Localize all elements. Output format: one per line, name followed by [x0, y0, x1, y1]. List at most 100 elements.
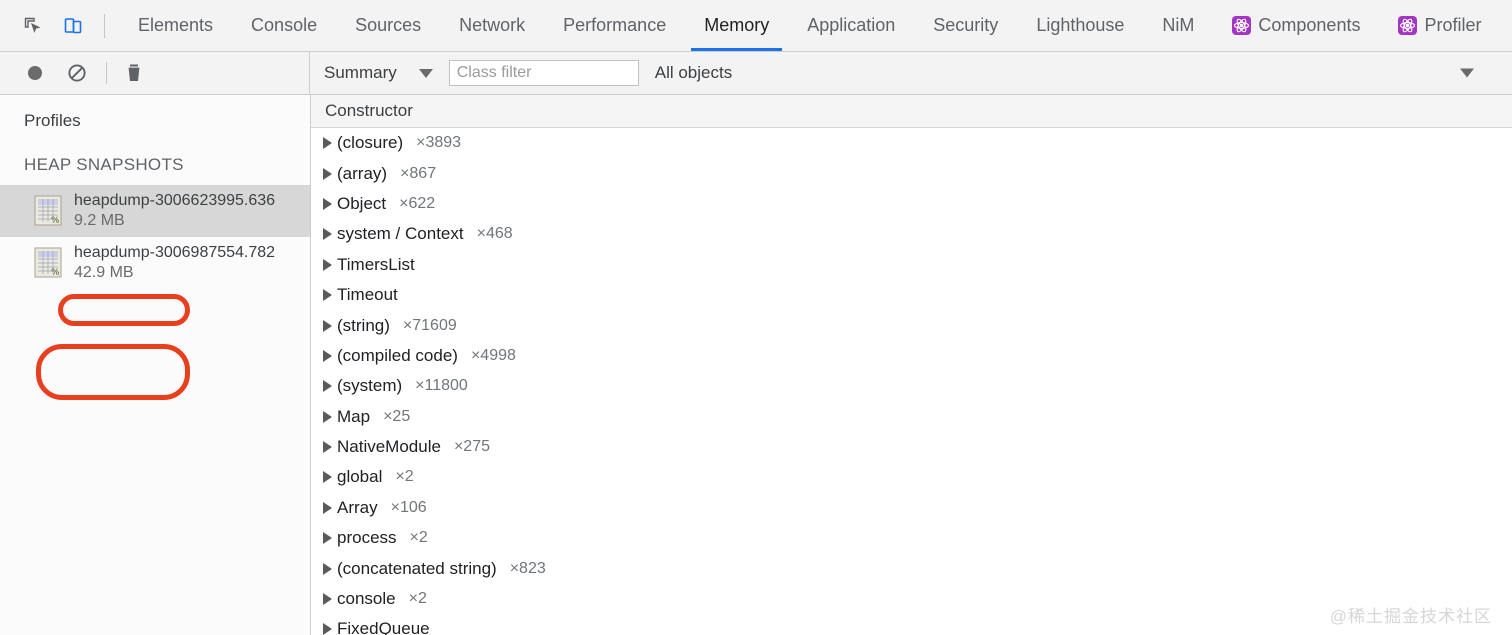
tab-security[interactable]: Security: [914, 0, 1017, 51]
tab-label: Console: [251, 15, 318, 35]
expand-triangle-icon[interactable]: [323, 410, 332, 423]
constructor-count: ×622: [399, 194, 436, 212]
tab-label: Performance: [563, 15, 667, 35]
react-atom-icon: [1398, 16, 1418, 35]
constructor-row[interactable]: system / Context ×468: [311, 219, 1512, 249]
expand-triangle-icon[interactable]: [323, 501, 332, 514]
constructor-row[interactable]: (string)×71609: [311, 310, 1512, 340]
objects-filter-label[interactable]: All objects: [654, 63, 733, 82]
tab-label: Memory: [704, 15, 770, 35]
expand-triangle-icon[interactable]: [323, 623, 332, 635]
snapshot-name: heapdump-3006623995.636: [74, 192, 276, 209]
constructor-name: FixedQueue: [337, 619, 430, 635]
svg-text:%: %: [51, 268, 60, 278]
tab-label: Sources: [355, 15, 422, 35]
devtools-tabbar: Elements Console Sources Network Performance…: [0, 0, 1512, 52]
constructor-name: (string): [337, 315, 390, 335]
profiles-sidebar: Profiles HEAP SNAPSHOTS %heapdump-300662…: [0, 95, 311, 635]
constructor-row[interactable]: console×2: [311, 584, 1512, 614]
memory-toolbar-filters: Summary All objects: [310, 52, 1512, 94]
tab-console[interactable]: Console: [232, 0, 336, 51]
tab-nim[interactable]: NiM: [1143, 0, 1213, 51]
constructor-row[interactable]: (compiled code)×4998: [311, 341, 1512, 371]
tab-profiler[interactable]: Profiler: [1379, 0, 1500, 51]
tab-label: Security: [933, 15, 999, 35]
expand-triangle-icon[interactable]: [323, 471, 332, 484]
tab-label: Application: [807, 15, 896, 35]
constructor-row[interactable]: process×2: [311, 523, 1512, 553]
constructor-count: ×25: [383, 407, 411, 425]
constructor-row[interactable]: (closure)×3893: [311, 128, 1512, 158]
toolbar-divider: [106, 62, 107, 84]
constructor-count: ×4998: [470, 346, 516, 364]
view-select-label[interactable]: Summary: [324, 63, 397, 82]
expand-triangle-icon[interactable]: [323, 289, 332, 302]
expand-triangle-icon[interactable]: [323, 197, 332, 210]
constructor-row[interactable]: NativeModule×275: [311, 432, 1512, 462]
tab-application[interactable]: Application: [788, 0, 914, 51]
tab-components[interactable]: Components: [1213, 0, 1379, 51]
constructor-name: global: [337, 467, 383, 487]
class-filter-input[interactable]: [448, 60, 639, 86]
sidebar-section-heap-snapshots: HEAP SNAPSHOTS: [24, 155, 184, 174]
expand-triangle-icon[interactable]: [323, 319, 332, 332]
constructor-row[interactable]: TimersList: [311, 250, 1512, 280]
constructor-row[interactable]: global×2: [311, 462, 1512, 492]
tab-performance[interactable]: Performance: [544, 0, 685, 51]
constructor-name: NativeModule: [337, 437, 441, 457]
expand-triangle-icon[interactable]: [323, 167, 332, 180]
tab-label: Lighthouse: [1036, 15, 1125, 35]
trash-icon[interactable]: [119, 58, 149, 88]
constructor-name: Timeout: [337, 285, 398, 305]
record-circle-icon[interactable]: [20, 58, 50, 88]
view-select-chevron-down-icon[interactable]: [418, 68, 433, 78]
constructor-row[interactable]: (concatenated string)×823: [311, 553, 1512, 583]
toolbar-overflow-chevron-down-icon[interactable]: [1460, 68, 1474, 78]
expand-triangle-icon[interactable]: [323, 562, 332, 575]
constructor-row[interactable]: (system)×11800: [311, 371, 1512, 401]
constructor-row[interactable]: Object×622: [311, 189, 1512, 219]
constructor-row[interactable]: Timeout: [311, 280, 1512, 310]
no-entry-icon[interactable]: [62, 58, 92, 88]
expand-triangle-icon[interactable]: [323, 532, 332, 545]
tab-lighthouse[interactable]: Lighthouse: [1017, 0, 1143, 51]
react-atom-icon: [1232, 16, 1252, 35]
constructor-count: ×3893: [416, 134, 462, 152]
tab-sources[interactable]: Sources: [336, 0, 440, 51]
expand-triangle-icon[interactable]: [323, 380, 332, 393]
constructor-count: ×468: [476, 225, 513, 243]
expand-triangle-icon[interactable]: [323, 258, 332, 271]
heap-snapshot-icon: %: [34, 194, 64, 228]
expand-triangle-icon[interactable]: [323, 228, 332, 241]
expand-triangle-icon[interactable]: [323, 441, 332, 454]
constructor-row[interactable]: Map×25: [311, 402, 1512, 432]
heap-snapshot-icon: %: [34, 246, 64, 280]
constructor-row[interactable]: (array)×867: [311, 158, 1512, 188]
memory-toolbar: Summary All objects: [0, 52, 1512, 95]
svg-text:%: %: [51, 216, 60, 226]
expand-triangle-icon[interactable]: [323, 593, 332, 606]
constructor-count: ×823: [509, 559, 546, 577]
expand-triangle-icon[interactable]: [323, 137, 332, 150]
constructor-count: ×2: [409, 529, 428, 547]
constructor-row[interactable]: Array×106: [311, 493, 1512, 523]
watermark: @稀土掘金技术社区: [1329, 607, 1492, 626]
constructor-name: (system): [337, 376, 403, 396]
inspect-cursor-icon[interactable]: [16, 9, 50, 43]
tab-memory[interactable]: Memory: [685, 0, 788, 51]
expand-triangle-icon[interactable]: [323, 349, 332, 362]
snapshot-size: 42.9 MB: [74, 264, 134, 281]
tab-elements[interactable]: Elements: [119, 0, 232, 51]
device-toolbar-icon[interactable]: [56, 9, 90, 43]
memory-toolbar-actions: [0, 52, 310, 94]
constructor-row[interactable]: FixedQueue: [311, 614, 1512, 635]
constructor-name: system / Context: [337, 224, 464, 244]
constructor-name: console: [337, 589, 396, 609]
tab-network[interactable]: Network: [440, 0, 544, 51]
